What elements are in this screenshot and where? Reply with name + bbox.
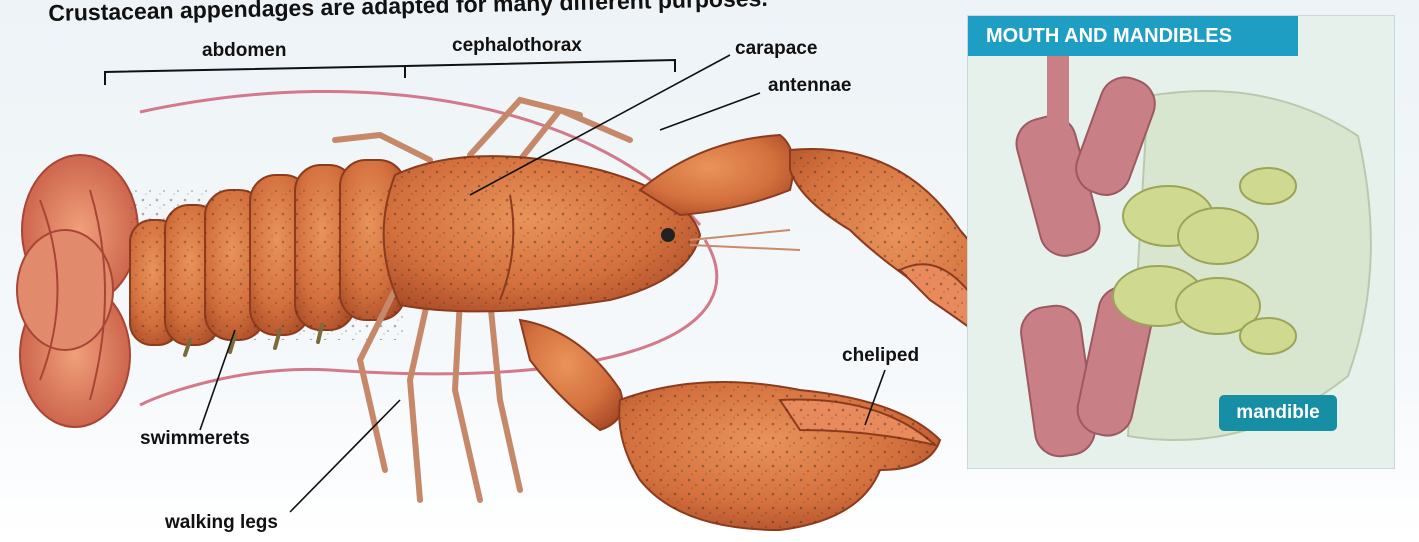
- cheliped-label: cheliped: [842, 345, 919, 367]
- carapace-label: carapace: [735, 38, 817, 60]
- cephalothorax-label: cephalothorax: [452, 35, 582, 57]
- inset-title: MOUTH AND MANDIBLES: [968, 16, 1298, 56]
- walking-legs-label: walking legs: [165, 512, 278, 534]
- swimmerets-label: swimmerets: [140, 428, 250, 450]
- antennae-label: antennae: [768, 75, 851, 97]
- abdomen-segments: [130, 160, 405, 345]
- cephalothorax-bracket: [405, 60, 675, 72]
- tail-fan: [17, 155, 138, 427]
- mandible-label: mandible: [1219, 395, 1337, 431]
- abdomen-label: abdomen: [202, 40, 286, 62]
- abdomen-bracket: [105, 66, 405, 85]
